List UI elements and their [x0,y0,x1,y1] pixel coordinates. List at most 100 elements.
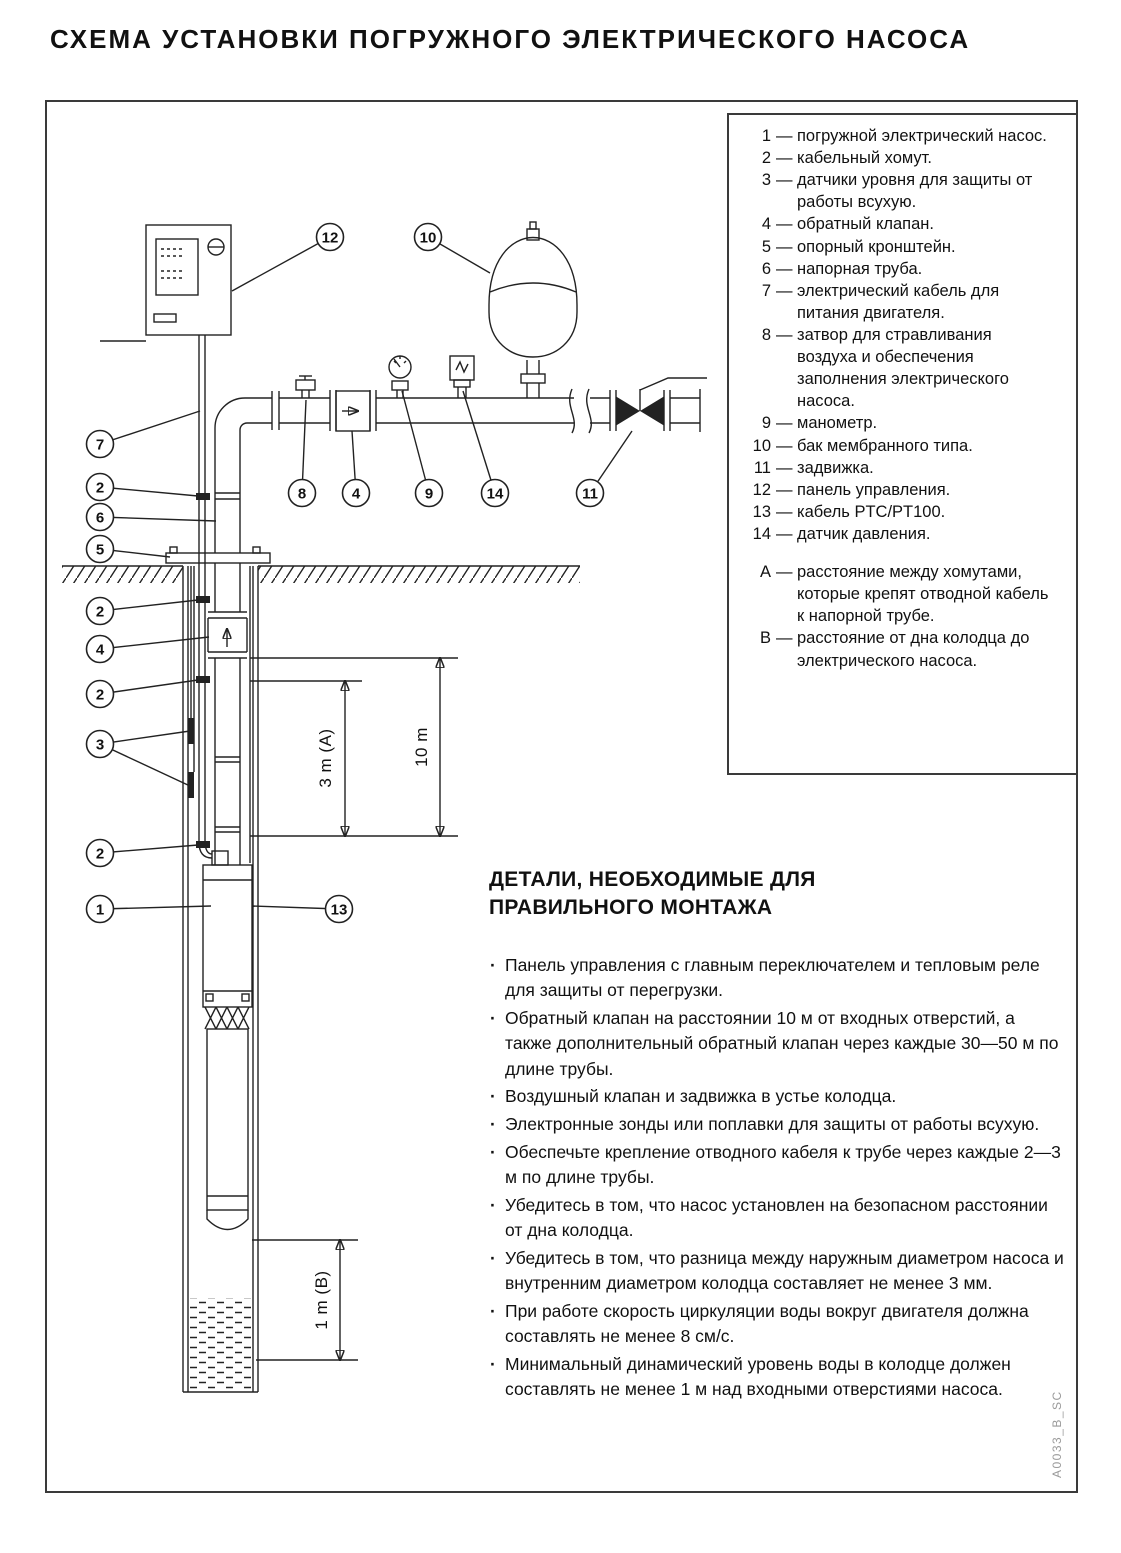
legend-item-dash: — [776,215,793,234]
check-valve-well-drawing [207,611,248,659]
detail-item: Электронные зонды или поплавки для защит… [489,1112,1064,1138]
callout-4: 4 [341,430,371,508]
legend-item-dash: — [776,325,793,344]
svg-text:9: 9 [425,485,433,502]
legend-item-text: датчик давления. [797,524,931,543]
legend-item-number: 13 [752,502,771,521]
detail-item: Воздушный клапан и задвижка в устье коло… [489,1084,1064,1110]
legend-item-text: бак мембранного типа. [797,436,973,455]
pressure-sensor-drawing [449,355,475,398]
ground-hatch [62,565,580,583]
legend-item-number: 11 [753,458,771,477]
legend-item-dash: — [776,563,793,582]
legend-item: 6—напорная труба. [741,258,1052,280]
svg-text:7: 7 [96,436,104,453]
legend-item-number: 3 [761,171,771,190]
svg-text:4: 4 [352,485,361,502]
legend-item-number: 2 [761,149,771,168]
legend-item: 11 —задвижка. [741,457,1052,479]
svg-text:4: 4 [96,641,105,658]
legend-item-text: кабельный хомут. [797,149,932,168]
control-panel-drawing [100,224,232,342]
detail-item: При работе скорость циркуляции воды вокр… [489,1299,1064,1350]
svg-text:2: 2 [96,603,104,620]
callout-9: 9 [401,390,444,508]
legend-item-text: погружной электрический насос. [797,127,1047,145]
legend-note-letter: A [759,563,771,582]
legend: 1—погружной электрический насос. 2—кабел… [727,113,1078,775]
drop-pipe-drawing [214,492,241,865]
page-title: СХЕМА УСТАНОВКИ ПОГРУЖНОГО ЭЛЕКТРИЧЕСКОГ… [50,24,971,54]
legend-note-text: расстояние между хомутами, которые крепя… [797,563,1049,626]
gate-valve-drawing [609,377,707,431]
legend-note-letter: B [759,629,771,648]
dimensions: 3 m (A) 10 m 1 m (B) [250,658,458,1360]
legend-item: 9—манометр. [741,412,1052,434]
cable-clamps-drawing [196,493,210,848]
detail-item: Минимальный динамический уровень воды в … [489,1352,1064,1403]
legend-item: 10—бак мембранного типа. [741,435,1052,457]
legend-item: 13—кабель PTC/PT100. [741,501,1052,523]
svg-text:11: 11 [582,485,598,502]
membrane-tank-drawing [488,221,578,398]
svg-text:2: 2 [96,686,104,703]
diagram-frame [45,100,1078,1493]
legend-item-dash: — [776,502,793,521]
legend-item-number: 8 [761,325,771,344]
callout-7: 7 [85,410,201,459]
svg-text:2: 2 [96,479,104,496]
callout-10: 10 [413,222,491,274]
installation-diagram: 3 m (A) 10 m 1 m (B) 12 10 7 2 6 [62,221,707,1393]
legend-notes: A —расстояние между хомутами, которые кре… [741,561,1052,672]
detail-item: Убедитесь в том, что насос установлен на… [489,1193,1064,1244]
svg-text:12: 12 [322,229,339,246]
legend-item-dash: — [776,414,793,433]
svg-text:10: 10 [420,229,437,246]
legend-item-number: 1 [761,127,771,145]
legend-item-text: задвижка. [797,458,874,477]
support-bracket-drawing [165,546,271,564]
legend-item-dash: — [776,127,793,145]
pump-drawing [202,850,253,1231]
dimension-b-label: 1 m (B) [312,1270,331,1329]
legend-item-text: обратный клапан. [797,215,934,234]
svg-text:14: 14 [487,485,504,502]
details-section: ДЕТАЛИ, НЕОБХОДИМЫЕ ДЛЯ ПРАВИЛЬНОГО МОНТ… [489,866,1064,1405]
legend-item-number: 4 [761,215,771,234]
legend-note: B —расстояние от дна колодца до электриче… [741,627,1052,671]
callout-4: 4 [85,634,210,664]
legend-item-text: манометр. [797,414,878,433]
legend-item-dash: — [776,629,793,648]
callout-14: 14 [462,390,510,508]
legend-item-dash: — [776,524,793,543]
well-casing-drawing [182,566,259,1393]
svg-text:3: 3 [96,736,104,753]
legend-item: 3 —датчики уровня для защиты от работы вс… [741,169,1052,213]
legend-item: 2—кабельный хомут. [741,147,1052,169]
callout-5: 5 [85,534,171,564]
svg-text:1: 1 [96,901,104,918]
legend-item: 1 —погружной электрический насос. [741,125,1052,147]
legend-item-text: панель управления. [797,480,951,499]
callout-2: 2 [85,472,199,502]
dimension-a-label: 3 m (A) [316,728,335,787]
detail-item: Обратный клапан на расстоянии 10 м от вх… [489,1006,1064,1083]
legend-item-dash: — [776,259,793,278]
legend-item-text: напорная труба. [797,259,923,278]
legend-item-text: датчики уровня для защиты от работы всух… [797,171,1033,212]
check-valve-surface-drawing [329,390,377,432]
legend-note-text: расстояние от дна колодца до электрическ… [797,629,1030,670]
legend-item-number: 5 [761,237,771,256]
callout-13: 13 [252,894,354,924]
callout-11: 11 [575,430,633,508]
details-heading: ДЕТАЛИ, НЕОБХОДИМЫЕ ДЛЯ ПРАВИЛЬНОГО МОНТ… [489,868,816,920]
detail-item: Панель управления с главным переключател… [489,953,1064,1004]
legend-item-dash: — [776,458,793,477]
legend-item: 14—датчик давления. [741,523,1052,545]
legend-item-dash: — [776,480,793,499]
dimension-10m-label: 10 m [412,727,431,767]
legend-item-dash: — [776,171,793,190]
legend-item-number: 10 [752,436,771,455]
legend-item: 8—затвор для стравливания воздуха и обес… [741,324,1052,412]
